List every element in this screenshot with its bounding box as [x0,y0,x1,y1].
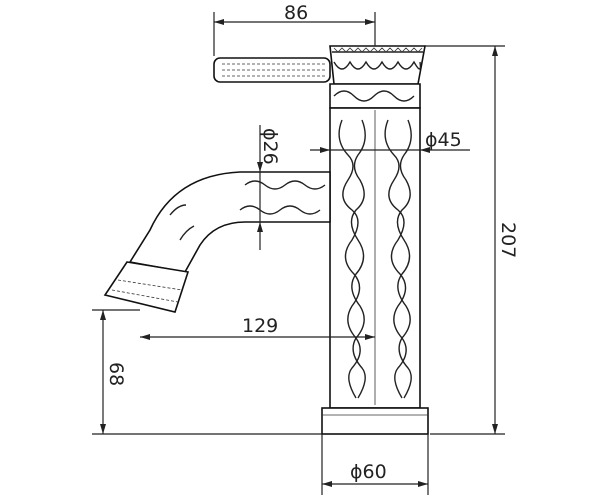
dimension-total-height: 207 [425,45,519,435]
dimension-spout-height: 68 [92,309,322,435]
label-207: 207 [497,222,519,258]
label-phi26: ϕ26 [259,128,281,165]
dimension-body-diameter: ϕ45 [310,129,470,153]
label-phi60: ϕ60 [350,461,387,483]
handle-lever [213,57,331,83]
dimension-spout-reach: 129 [140,315,375,340]
label-phi45: ϕ45 [425,129,462,151]
faucet-body [321,107,429,435]
label-86: 86 [284,2,308,24]
crown-cap [329,45,426,109]
spout [103,171,331,313]
label-68: 68 [105,362,127,386]
dimension-spout-diameter: ϕ26 [257,125,281,250]
dimension-base-diameter: ϕ60 [321,434,429,495]
label-129: 129 [242,315,278,337]
dimension-handle-reach: 86 [213,2,376,56]
